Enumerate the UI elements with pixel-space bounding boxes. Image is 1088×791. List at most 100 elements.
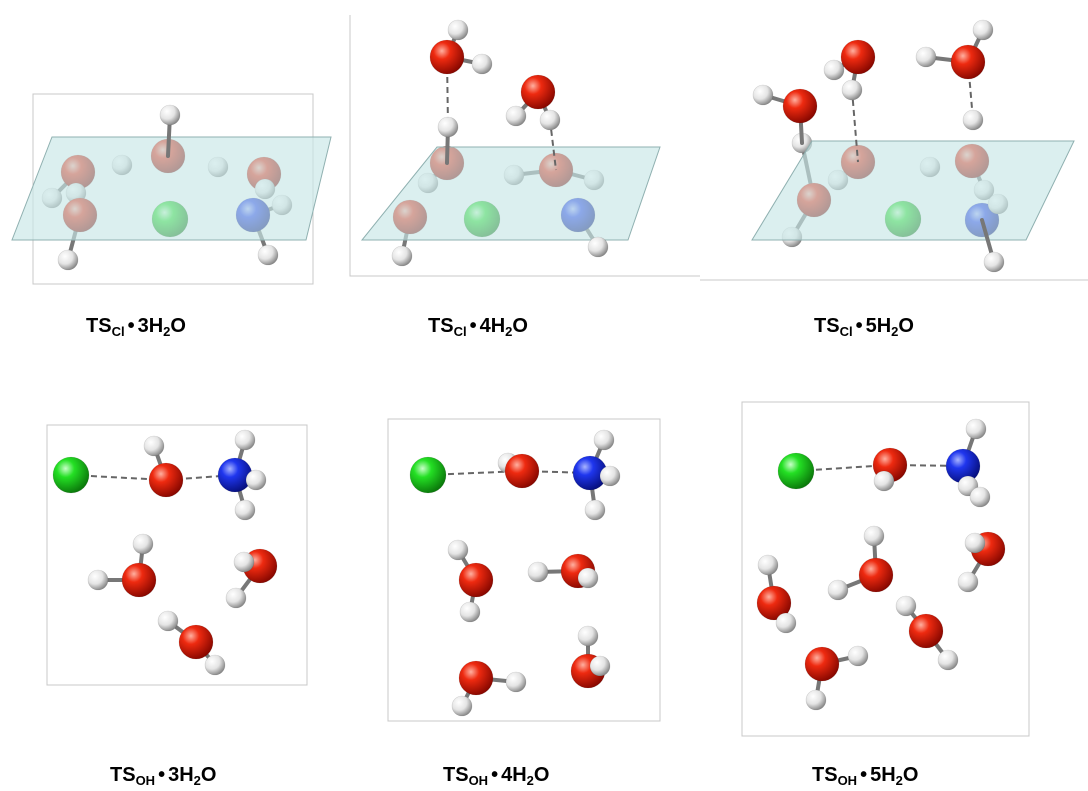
hydrogen-atom — [234, 429, 256, 451]
hydrogen-atom — [447, 19, 469, 41]
caption-ts-oh-4h2o: TSOH•4H2O — [443, 764, 549, 788]
caption-tail: O — [200, 764, 217, 786]
hydrogen-atom — [937, 649, 959, 671]
caption-count: 4H — [479, 315, 506, 337]
oxygen-atom — [840, 39, 876, 75]
hydrogen-bond-dashed — [851, 89, 859, 163]
caption-base: TS — [812, 764, 838, 786]
panel-frame — [46, 424, 308, 686]
hydrogen-atom — [599, 465, 621, 487]
panel-ts-cl-3h2o — [11, 93, 332, 285]
hydrogen-atom — [577, 625, 599, 647]
caption-count: 3H — [168, 764, 194, 786]
hydrogen-atom — [584, 499, 606, 521]
oxygen-atom — [782, 88, 818, 124]
hydrogen-atom — [257, 244, 279, 266]
caption-dot: • — [855, 315, 863, 337]
caption-sub2: 2 — [505, 324, 513, 339]
caption-dot: • — [158, 764, 166, 786]
oxygen-atom — [178, 624, 214, 660]
hydrogen-atom — [157, 610, 179, 632]
hydrogen-atom — [451, 695, 473, 717]
hydrogen-atom — [983, 251, 1005, 273]
caption-sub: Cl — [839, 324, 853, 339]
caption-ts-cl-3h2o: TSCl•3H2O — [86, 315, 186, 339]
caption-dot: • — [127, 315, 135, 337]
hydrogen-atom — [964, 532, 986, 554]
hydrogen-atom — [969, 486, 991, 508]
hydrogen-atom — [159, 104, 181, 126]
caption-count: 3H — [137, 315, 164, 337]
oxygen-atom — [429, 39, 465, 75]
hydrogen-atom — [437, 116, 459, 138]
caption-sub: OH — [837, 773, 858, 788]
panel-frame — [349, 15, 700, 277]
hydrogen-atom — [234, 499, 256, 521]
caption-sub2: 2 — [163, 324, 171, 339]
panel-frame — [387, 418, 661, 722]
panel-frame — [741, 401, 1030, 737]
caption-sub: OH — [468, 773, 489, 788]
oxygen-atom — [504, 453, 540, 489]
caption-ts-oh-5h2o: TSOH•5H2O — [812, 764, 918, 788]
caption-sub2: 2 — [193, 773, 201, 788]
panel-ts-cl-5h2o — [700, 19, 1088, 281]
chlorine-atom — [777, 452, 815, 490]
hydrogen-atom — [527, 561, 549, 583]
oxygen-atom — [121, 562, 157, 598]
panel-ts-oh-4h2o — [387, 418, 661, 722]
mirror-plane — [360, 146, 661, 241]
hydrogen-atom — [895, 595, 917, 617]
caption-tail: O — [533, 764, 550, 786]
caption-base: TS — [443, 764, 469, 786]
hydrogen-atom — [577, 567, 599, 589]
caption-base: TS — [86, 315, 112, 337]
nitrogen-atom — [217, 457, 253, 493]
caption-sub2: 2 — [895, 773, 903, 788]
caption-count: 5H — [865, 315, 892, 337]
caption-base: TS — [814, 315, 840, 337]
caption-base: TS — [110, 764, 136, 786]
hydrogen-atom — [863, 525, 885, 547]
hydrogen-atom — [752, 84, 774, 106]
oxygen-atom — [858, 557, 894, 593]
hydrogen-atom — [589, 655, 611, 677]
hydrogen-atom — [775, 612, 797, 634]
hydrogen-atom — [245, 469, 267, 491]
caption-sub: OH — [135, 773, 156, 788]
caption-sub2: 2 — [526, 773, 534, 788]
hydrogen-atom — [962, 109, 984, 131]
oxygen-atom — [458, 660, 494, 696]
hydrogen-atom — [957, 571, 979, 593]
caption-dot: • — [469, 315, 477, 337]
hydrogen-atom — [225, 587, 247, 609]
caption-sub2: 2 — [891, 324, 899, 339]
caption-tail: O — [902, 764, 919, 786]
panel-ts-cl-4h2o — [349, 15, 700, 277]
hydrogen-atom — [447, 539, 469, 561]
hydrogen-atom — [805, 689, 827, 711]
molecules-front — [752, 19, 1005, 273]
caption-tail: O — [898, 315, 914, 337]
hydrogen-atom — [827, 579, 849, 601]
caption-ts-cl-5h2o: TSCl•5H2O — [814, 315, 914, 339]
chlorine-atom — [409, 456, 447, 494]
hydrogen-atom — [57, 249, 79, 271]
hydrogen-atom — [505, 105, 527, 127]
panel-ts-oh-5h2o — [741, 401, 1030, 737]
hydrogen-atom — [965, 418, 987, 440]
panel-ts-oh-3h2o — [46, 424, 308, 686]
hydrogen-atom — [593, 429, 615, 451]
oxygen-atom — [908, 613, 944, 649]
hydrogen-atom — [847, 645, 869, 667]
mirror-plane — [11, 136, 332, 241]
hydrogen-atom — [87, 569, 109, 591]
oxygen-atom — [756, 585, 792, 621]
hydrogen-atom — [143, 435, 165, 457]
molecules-front — [391, 19, 609, 267]
oxygen-atom — [950, 44, 986, 80]
caption-count: 4H — [501, 764, 527, 786]
hydrogen-atom — [823, 59, 845, 81]
caption-base: TS — [428, 315, 454, 337]
